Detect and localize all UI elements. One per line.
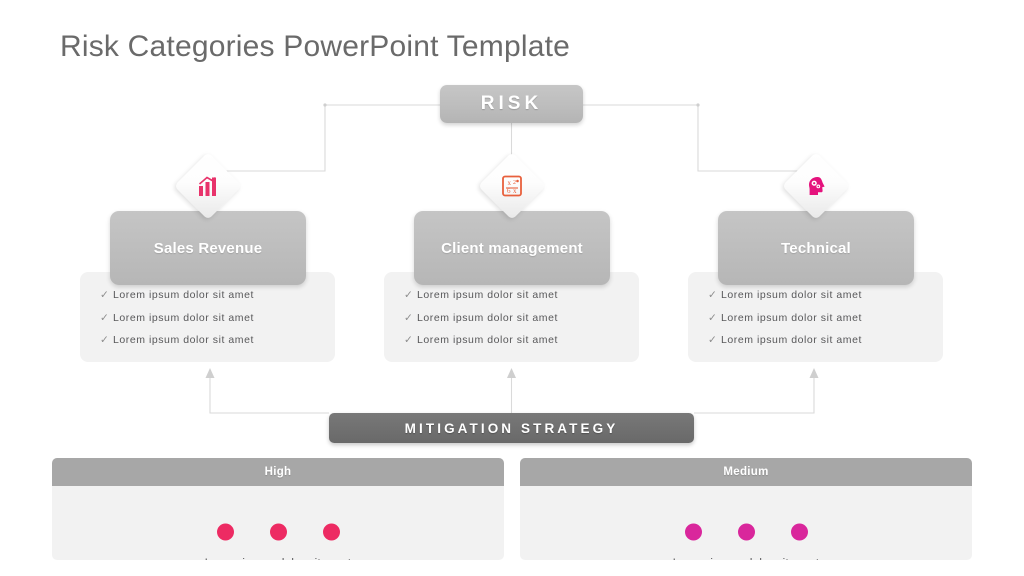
bullet-panel-sales-revenue: ✓Lorem ipsum dolor sit amet ✓Lorem ipsum…: [80, 272, 335, 362]
severity-header-label: High: [264, 466, 292, 478]
bar-chart-growth-icon: [184, 162, 232, 210]
list-item-text: Lorem ipsum dolor sit amet: [721, 289, 862, 301]
severity-panel-medium[interactable]: Medium Lorem ipsum dolor sit amet: [520, 458, 972, 560]
severity-dots-high: [52, 523, 504, 541]
category-icon-diamond-sales-revenue: [174, 152, 242, 220]
category-icon-diamond-technical: [782, 152, 850, 220]
list-item: ✓Lorem ipsum dolor sit amet: [404, 284, 639, 307]
list-item-text: Lorem ipsum dolor sit amet: [113, 289, 254, 301]
check-icon: ✓: [100, 311, 110, 324]
check-icon: ✓: [708, 334, 718, 346]
severity-caption-medium: Lorem ipsum dolor sit amet: [520, 558, 972, 560]
severity-dot: [322, 523, 340, 541]
severity-header-high: High: [52, 458, 504, 486]
check-icon: ✓: [404, 311, 414, 324]
severity-dot: [684, 523, 702, 541]
severity-caption-high: Lorem ipsum dolor sit amet: [52, 558, 504, 560]
bullet-panel-client-management: ✓Lorem ipsum dolor sit amet ✓Lorem ipsum…: [384, 272, 639, 362]
check-icon: ✓: [404, 289, 414, 301]
head-gears-brain-icon: [792, 162, 840, 210]
list-item-text: Lorem ipsum dolor sit amet: [721, 311, 862, 324]
category-box-technical[interactable]: Technical: [718, 211, 914, 285]
check-icon: ✓: [708, 311, 718, 324]
category-column-technical: ✓Lorem ipsum dolor sit amet ✓Lorem ipsum…: [663, 0, 968, 576]
list-item-text: Lorem ipsum dolor sit amet: [417, 334, 558, 346]
bullet-list: ✓Lorem ipsum dolor sit amet ✓Lorem ipsum…: [384, 272, 639, 352]
category-column-client-management: ✓Lorem ipsum dolor sit amet ✓Lorem ipsum…: [359, 0, 664, 576]
check-icon: ✓: [404, 334, 414, 346]
mitigation-strategy-label: MITIGATION STRATEGY: [404, 420, 619, 436]
list-item: ✓Lorem ipsum dolor sit amet: [100, 284, 335, 307]
severity-dot: [216, 523, 234, 541]
mitigation-strategy-bar[interactable]: MITIGATION STRATEGY: [329, 413, 694, 443]
category-label: Client management: [441, 239, 583, 257]
svg-text:2: 2: [513, 180, 516, 186]
severity-dot: [790, 523, 808, 541]
math-formula-board-icon: x 2 6 x: [488, 162, 536, 210]
list-item: ✓Lorem ipsum dolor sit amet: [404, 307, 639, 330]
page-title: Risk Categories PowerPoint Template: [60, 30, 571, 63]
list-item-text: Lorem ipsum dolor sit amet: [417, 311, 558, 324]
svg-text:x: x: [513, 187, 517, 195]
bullet-list: ✓Lorem ipsum dolor sit amet ✓Lorem ipsum…: [688, 272, 943, 352]
risk-root-box[interactable]: RISK: [440, 85, 583, 123]
category-column-sales-revenue: ✓Lorem ipsum dolor sit amet ✓Lorem ipsum…: [55, 0, 360, 576]
list-item: ✓Lorem ipsum dolor sit amet: [404, 329, 639, 352]
list-item: ✓Lorem ipsum dolor sit amet: [100, 329, 335, 352]
severity-header-label: Medium: [723, 466, 769, 478]
list-item: ✓Lorem ipsum dolor sit amet: [708, 284, 943, 307]
category-label: Sales Revenue: [153, 239, 263, 257]
list-item: ✓Lorem ipsum dolor sit amet: [708, 329, 943, 352]
bullet-list: ✓Lorem ipsum dolor sit amet ✓Lorem ipsum…: [80, 272, 335, 352]
category-box-client-management[interactable]: Client management: [414, 211, 610, 285]
severity-body-high: Lorem ipsum dolor sit amet: [52, 486, 504, 560]
risk-root-label: RISK: [480, 93, 543, 114]
check-icon: ✓: [100, 334, 110, 346]
svg-text:6: 6: [507, 187, 511, 195]
svg-text:x: x: [508, 179, 512, 187]
bullet-panel-technical: ✓Lorem ipsum dolor sit amet ✓Lorem ipsum…: [688, 272, 943, 362]
severity-dots-medium: [520, 523, 972, 541]
category-label: Technical: [781, 239, 851, 257]
category-icon-diamond-client-management: x 2 6 x: [478, 152, 546, 220]
list-item-text: Lorem ipsum dolor sit amet: [417, 289, 558, 301]
list-item-text: Lorem ipsum dolor sit amet: [721, 334, 862, 346]
severity-header-medium: Medium: [520, 458, 972, 486]
list-item-text: Lorem ipsum dolor sit amet: [113, 334, 254, 346]
check-icon: ✓: [100, 289, 110, 301]
severity-dot: [737, 523, 755, 541]
severity-dot: [269, 523, 287, 541]
severity-panel-high[interactable]: High Lorem ipsum dolor sit amet: [52, 458, 504, 560]
check-icon: ✓: [708, 289, 718, 301]
category-box-sales-revenue[interactable]: Sales Revenue: [110, 211, 306, 285]
list-item: ✓Lorem ipsum dolor sit amet: [708, 307, 943, 330]
severity-body-medium: Lorem ipsum dolor sit amet: [520, 486, 972, 560]
list-item: ✓Lorem ipsum dolor sit amet: [100, 307, 335, 330]
list-item-text: Lorem ipsum dolor sit amet: [113, 311, 254, 324]
